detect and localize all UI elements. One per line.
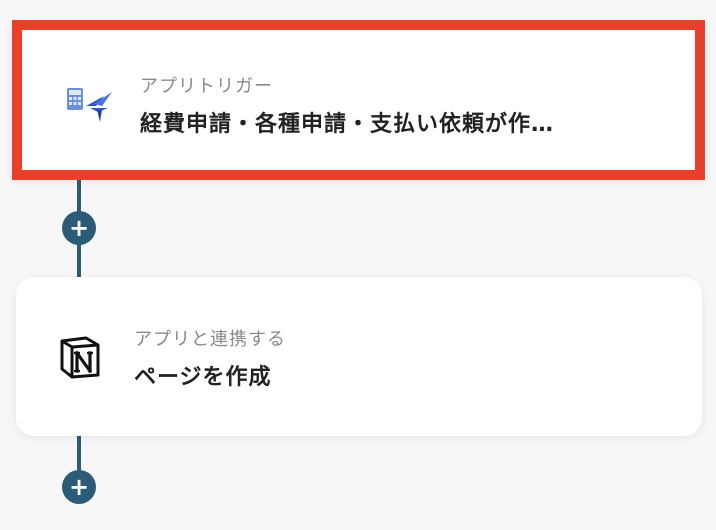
add-step-button[interactable]: +: [62, 470, 96, 504]
action-title: ページを作成: [134, 365, 272, 390]
notion-icon: [56, 333, 104, 381]
trigger-card-text: アプリトリガー 経費申請・各種申請・支払い依頼が作…: [140, 72, 554, 138]
action-card-text: アプリと連携する ページを作成: [134, 325, 286, 391]
trigger-card[interactable]: アプリトリガー 経費申請・各種申請・支払い依頼が作…: [12, 20, 705, 180]
bakuraku-app-icon: [64, 82, 116, 124]
trigger-title: 経費申請・各種申請・支払い依頼が作…: [140, 112, 555, 137]
action-card[interactable]: アプリと連携する ページを作成: [16, 277, 702, 436]
action-subtitle: アプリと連携する: [134, 329, 286, 350]
add-step-button[interactable]: +: [62, 211, 96, 245]
flow-connector-line: [77, 434, 81, 474]
trigger-subtitle: アプリトリガー: [140, 76, 273, 97]
